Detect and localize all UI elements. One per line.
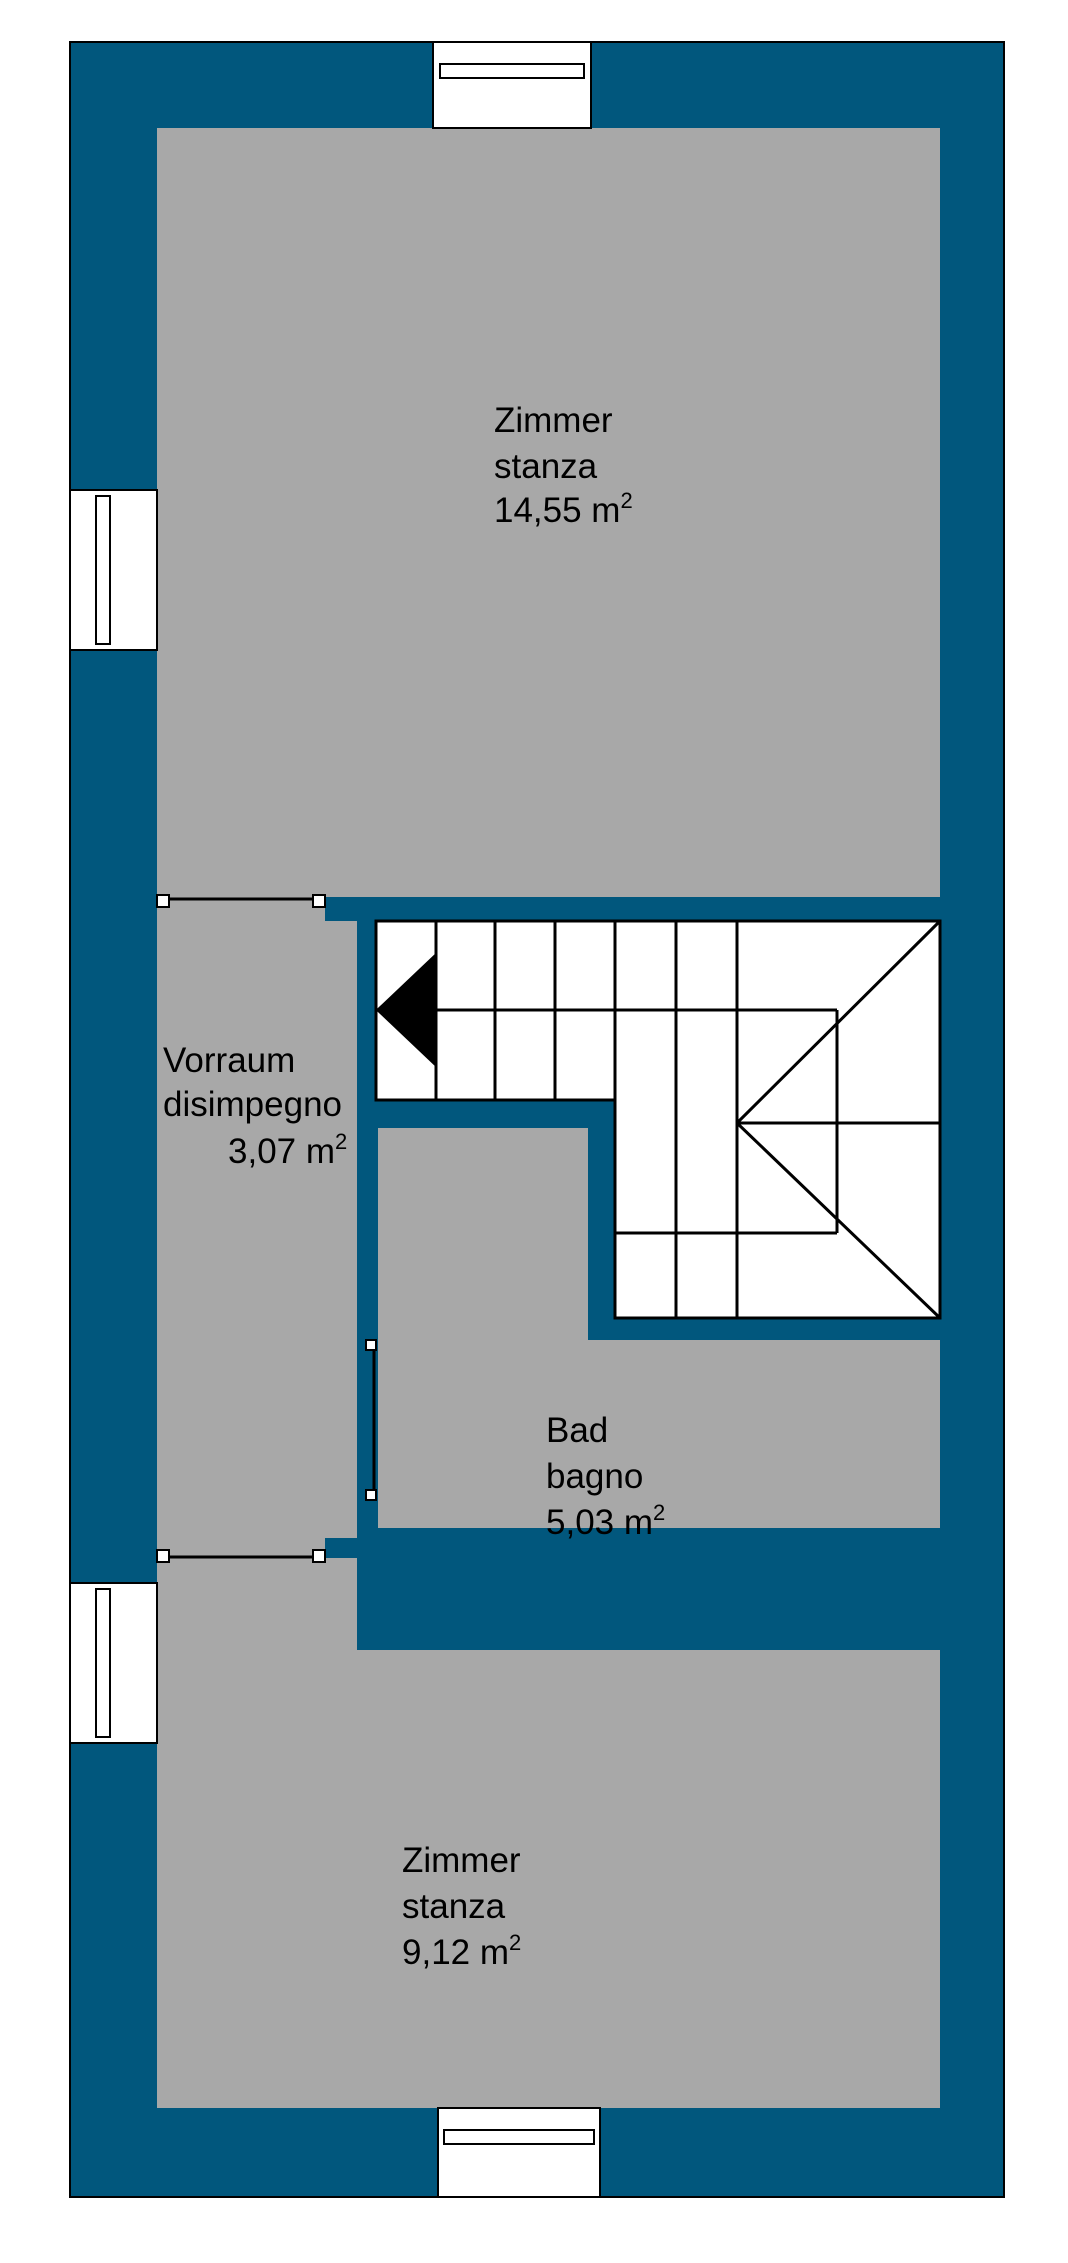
window-bottom <box>437 2107 601 2198</box>
room-floor-hallway <box>157 897 357 1559</box>
svg-text:disimpegno: disimpegno <box>163 1085 342 1124</box>
wall-bath-west-lower <box>357 1500 378 1650</box>
svg-text:9,12 m2: 9,12 m2 <box>402 1930 521 1972</box>
door-bottom-bedroom <box>156 1549 326 1563</box>
wall-stair-south <box>588 1318 940 1340</box>
window-left-upper <box>69 489 158 651</box>
wall-bath-south <box>357 1628 940 1650</box>
window-left-lower <box>69 1582 158 1744</box>
wall-hall-stub-bottom <box>325 1538 357 1558</box>
wall-top-bedroom-south <box>325 897 940 921</box>
svg-text:bagno: bagno <box>546 1457 643 1496</box>
room-label-top-bedroom: Zimmer stanza 14,55 m2 <box>494 401 633 530</box>
room-floor-bottom-bedroom-ext <box>157 1559 357 1654</box>
svg-text:14,55 m2: 14,55 m2 <box>494 488 633 530</box>
svg-text:stanza: stanza <box>402 1887 506 1926</box>
room-label-bathroom: Bad bagno 5,03 m2 <box>546 1411 665 1542</box>
door-bathroom <box>365 1339 377 1501</box>
svg-text:Zimmer: Zimmer <box>402 1841 521 1880</box>
room-floor-top-bedroom <box>157 128 940 897</box>
room-label-hallway: Vorraum disimpegno 3,07 m2 <box>163 1041 347 1171</box>
svg-text:Zimmer: Zimmer <box>494 401 613 440</box>
window-top <box>432 41 592 129</box>
svg-text:Vorraum: Vorraum <box>163 1041 295 1080</box>
svg-text:3,07 m2: 3,07 m2 <box>228 1129 347 1171</box>
svg-text:5,03 m2: 5,03 m2 <box>546 1500 665 1542</box>
wall-bath-north <box>357 1100 615 1128</box>
wall-bath-west-upper <box>357 1100 378 1340</box>
door-top-bedroom <box>156 894 326 908</box>
svg-text:stanza: stanza <box>494 447 598 486</box>
svg-text:Bad: Bad <box>546 1411 608 1450</box>
room-floor-bottom-bedroom <box>157 1650 940 2108</box>
staircase <box>374 919 942 1320</box>
room-label-bottom-bedroom: Zimmer stanza 9,12 m2 <box>402 1841 521 1972</box>
wall-stair-west <box>588 1100 615 1340</box>
